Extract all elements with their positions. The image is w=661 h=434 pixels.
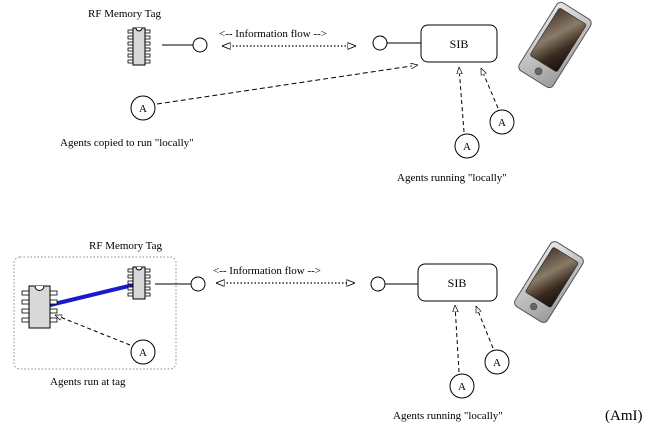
top-copy-arrow xyxy=(156,65,418,105)
top-sib-port xyxy=(372,35,388,51)
top-local-caption: Agents running "locally" xyxy=(397,172,507,184)
bottom-local-agent-1 xyxy=(449,373,475,399)
top-local-agent-1-letter: A xyxy=(463,141,471,153)
top-local-agent-1 xyxy=(454,133,480,159)
bottom-tag-label: RF Memory Tag xyxy=(89,240,162,252)
bottom-tag-port xyxy=(190,276,206,292)
top-copied-agent-letter: A xyxy=(139,103,147,115)
top-sib-box xyxy=(420,24,498,63)
top-diagram: RF Memory Tag <-- Information flow --> S… xyxy=(60,1,592,184)
top-flow-label: <-- Information flow --> xyxy=(219,28,327,40)
tag-agent-arrow xyxy=(55,314,131,346)
bottom-tag-caption: Agents run at tag xyxy=(50,376,126,388)
tag-enclosure xyxy=(13,256,177,370)
bottom-diagram: RF Memory Tag xyxy=(13,240,643,424)
bottom-local-caption: Agents running "locally" xyxy=(393,410,503,422)
bottom-sib-label: SIB xyxy=(448,276,467,290)
top-copied-caption: Agents copied to run "locally" xyxy=(60,137,194,149)
corner-label: (AmI) xyxy=(605,408,643,424)
rfid-chip-icon xyxy=(21,285,58,329)
mobile-phone-icon xyxy=(518,1,592,89)
chip-link xyxy=(49,283,134,307)
tag-agent-letter: A xyxy=(139,347,147,359)
mobile-phone-icon xyxy=(514,241,584,323)
top-copied-agent xyxy=(130,95,156,121)
bottom-flow-label: <-- Information flow --> xyxy=(213,265,321,277)
top-local-arrow-2 xyxy=(480,68,499,109)
top-local-agent-2-letter: A xyxy=(498,117,506,129)
bottom-local-agent-2 xyxy=(484,349,510,375)
rfid-chip-icon xyxy=(127,27,151,66)
bottom-local-agent-1-letter: A xyxy=(458,381,466,393)
bottom-local-arrow-1 xyxy=(455,305,460,373)
top-local-agent-2 xyxy=(489,109,515,135)
bottom-sib-port xyxy=(370,276,386,292)
tag-agent xyxy=(130,339,156,365)
top-sib-label: SIB xyxy=(450,37,469,51)
rfid-chip-icon xyxy=(127,266,151,300)
top-local-arrow-1 xyxy=(459,67,465,133)
top-tag-port xyxy=(192,37,208,53)
top-tag-label: RF Memory Tag xyxy=(88,8,161,20)
bottom-local-arrow-2 xyxy=(475,306,494,349)
bottom-local-agent-2-letter: A xyxy=(493,357,501,369)
bottom-sib-box xyxy=(417,263,498,302)
